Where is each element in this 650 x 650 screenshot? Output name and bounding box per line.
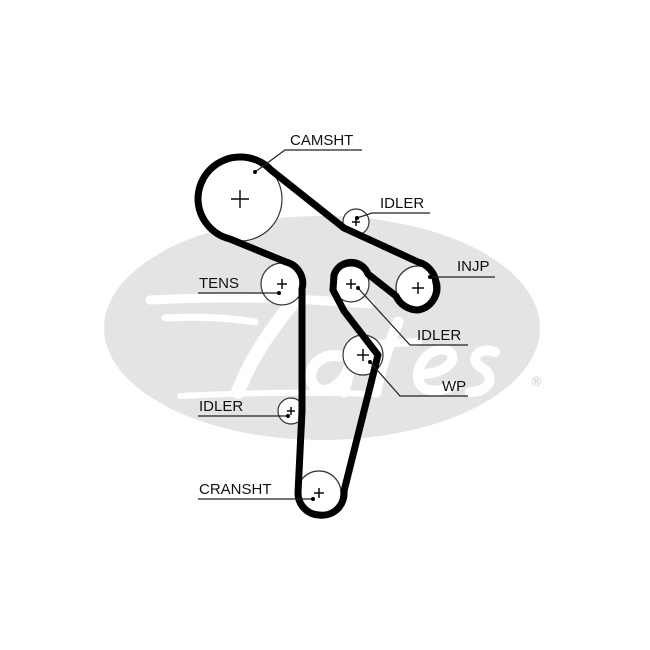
crankshaft-center-cross — [314, 488, 324, 498]
injection-pump-center-cross — [412, 282, 424, 294]
leader-water-pump — [369, 361, 468, 397]
label-crankshaft: CRANSHT — [199, 481, 272, 498]
camshaft-center-cross — [231, 190, 249, 208]
leader-idler-middle — [357, 287, 468, 346]
idler-lower-center-cross — [287, 407, 295, 415]
label-water-pump: WP — [442, 378, 466, 395]
label-idler-middle: IDLER — [417, 327, 461, 344]
tensioner-center-cross — [277, 279, 287, 289]
leader-lines — [198, 149, 495, 500]
timing-belt — [194, 153, 441, 519]
labels: CAMSHT IDLER INJP TENS IDLER WP IDLER CR… — [199, 132, 490, 498]
water-pump-center-cross — [357, 349, 369, 361]
label-idler-lower: IDLER — [199, 398, 243, 415]
label-idler-top: IDLER — [380, 195, 424, 212]
pulley-centers — [231, 190, 424, 498]
registered-mark: ® — [530, 375, 543, 390]
leader-idler-top — [356, 212, 430, 219]
leader-camshaft — [254, 149, 362, 173]
label-tensioner: TENS — [199, 275, 239, 292]
idler-middle-center-cross — [346, 279, 356, 289]
leader-dots — [253, 170, 432, 501]
label-injection-pump: INJP — [457, 258, 490, 275]
label-camshaft: CAMSHT — [290, 132, 353, 149]
watermark-ellipse — [104, 216, 540, 440]
gates-watermark: ® — [104, 216, 543, 440]
